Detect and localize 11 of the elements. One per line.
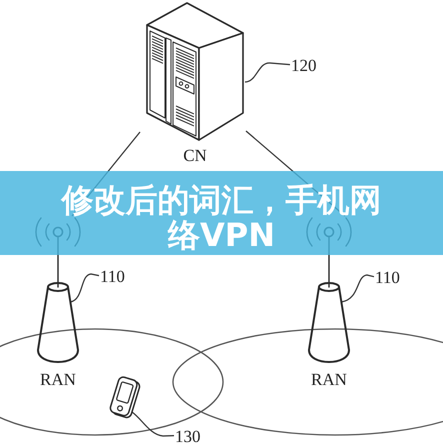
- reference-numeral: 120: [291, 57, 316, 74]
- reference-numeral: 110: [100, 268, 125, 285]
- node-label: CN: [183, 147, 207, 164]
- reference-numeral: 110: [375, 269, 400, 286]
- title: 修改后的词汇，手机网络VPN: [60, 183, 382, 253]
- node-label: RAN: [40, 371, 76, 388]
- leader-line: [132, 412, 174, 437]
- leader-line: [244, 62, 290, 83]
- leader-line: [341, 274, 374, 303]
- node-label: RAN: [311, 371, 347, 388]
- reference-numeral: 130: [175, 428, 200, 445]
